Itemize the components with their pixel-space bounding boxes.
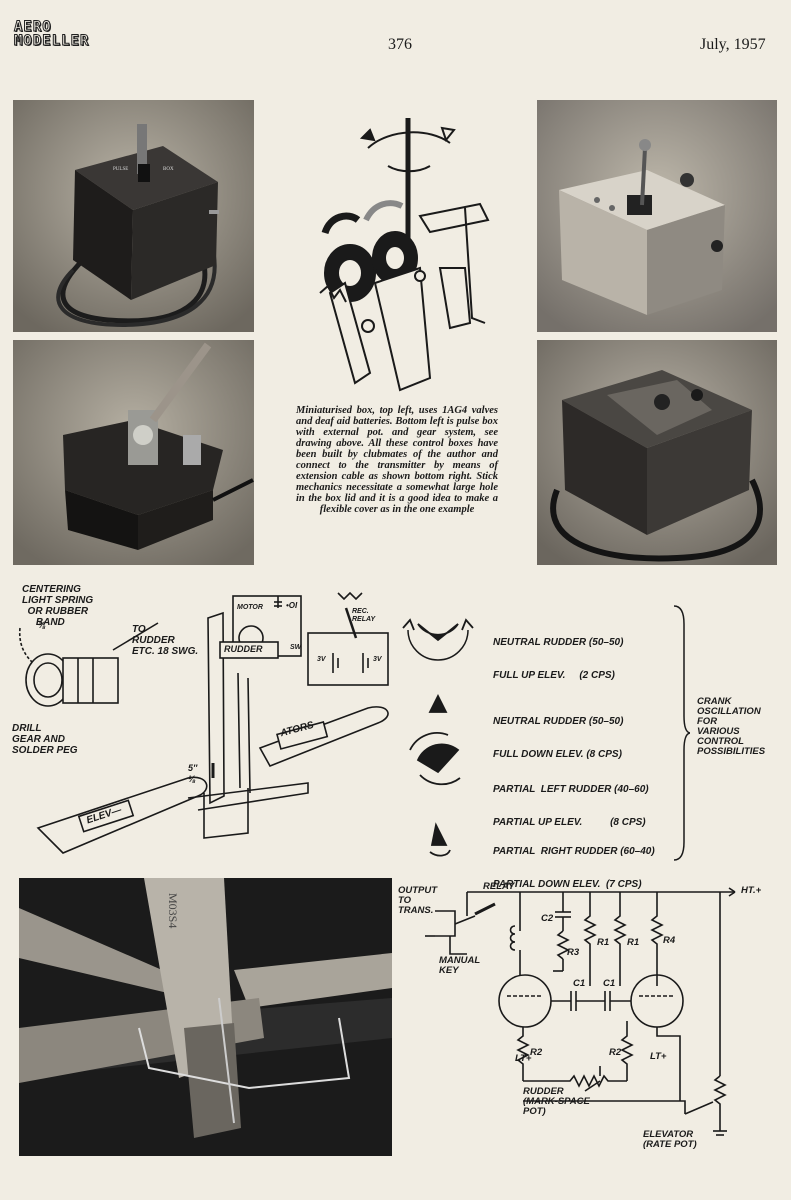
masthead-line-2: MODELLER [13,33,90,49]
svg-text:BOX: BOX [163,167,174,172]
photo-caption: Miniaturised box, top left, uses 1AG4 va… [296,405,498,515]
label-dimension-top: ⅛ [38,620,46,630]
label-r1-left: R1 [597,937,610,948]
stick-mechanism-drawing [290,108,500,398]
svg-text:M03S4: M03S4 [166,893,180,928]
label-r2-left: R2 [530,1047,543,1058]
oscillation-item-4: PARTIAL RIGHT RUDDER (60–40) PARTIAL DOW… [493,824,655,901]
label-c1-right: C1 [603,978,616,989]
masthead-line-1: AERO [13,19,52,35]
oscillation-item-1: NEUTRAL RUDDER (50–50) FULL UP ELEV. (2 … [493,615,623,692]
masthead-logo: AERO MODELLER [13,19,90,49]
oscillation-item-4-line1: PARTIAL RIGHT RUDDER (60–40) [493,846,655,857]
label-lt-left: LT+ [515,1053,532,1064]
oscillation-bracket [670,604,691,862]
pulser-circuit-diagram: OUTPUT TO TRANS. RELAY MANUAL KEY HT.+ C… [395,876,790,1166]
label-output-to-trans: OUTPUT TO TRANS. [398,885,438,916]
svg-text:PULSE: PULSE [113,167,128,172]
label-to-rudder: TO RUDDER ETC. 18 SWG. [132,624,199,657]
label-manual-key: MANUAL KEY [439,955,481,976]
oscillation-item-1-line2: FULL UP ELEV. (2 CPS) [493,670,615,681]
label-rec-relay: REC. RELAY [352,608,376,623]
oscillation-item-3-line1: PARTIAL LEFT RUDDER (40–60) [493,784,649,795]
crank-oscillation-symbols [398,600,488,870]
label-crank-oscillation: CRANK OSCILLATION FOR VARIOUS CONTROL PO… [697,696,766,757]
oscillation-item-2-line2: FULL DOWN ELEV. (8 CPS) [493,749,622,760]
oscillation-item-4-line2: PARTIAL DOWN ELEV. (7 CPS) [493,879,642,890]
oscillation-item-3: PARTIAL LEFT RUDDER (40–60) PARTIAL UP E… [493,762,649,839]
servo-mechanism-drawing: CENTERING LIGHT SPRING OR RUBBER BAND TO… [8,578,400,863]
photo-tail-surfaces: M03S4 [19,878,392,1156]
label-ht-plus: HT.+ [741,885,762,896]
label-c2: C2 [541,913,554,924]
photo-miniaturised-box: PULSE BOX [13,100,254,332]
label-drill-gear: DRILL GEAR AND SOLDER PEG [12,723,78,756]
label-rudder-pot: RUDDER (MARK-SPACE POT) [523,1086,590,1117]
label-lt-right: LT+ [650,1051,667,1062]
page-number: 376 [388,36,412,53]
photo-pulse-box-external-pot [13,340,254,565]
oscillation-item-1-line1: NEUTRAL RUDDER (50–50) [493,637,624,648]
label-centering-spring: CENTERING LIGHT SPRING OR RUBBER BAND [22,584,94,628]
oscillation-item-3-line2: PARTIAL UP ELEV. (8 CPS) [493,817,646,828]
label-r1-right: R1 [627,937,640,948]
label-capacitor-01: •OI [286,601,298,610]
label-elevator-pot: ELEVATOR (RATE POT) [643,1129,697,1150]
label-c1-left: C1 [573,978,586,989]
label-switch: SW [290,644,302,651]
label-r4: R4 [663,935,676,946]
label-battery-1: 3V [317,656,326,663]
label-r3: R3 [567,947,580,958]
photo-control-box-metal [537,100,777,332]
oscillation-item-2: NEUTRAL RUDDER (50–50) FULL DOWN ELEV. (… [493,694,623,771]
label-r2-right: R2 [609,1047,622,1058]
label-motor: MOTOR [237,604,263,611]
issue-date: July, 1957 [700,36,766,53]
label-rudder: RUDDER [224,644,263,654]
oscillation-item-2-line1: NEUTRAL RUDDER (50–50) [493,716,624,727]
label-relay: RELAY [483,881,515,892]
photo-control-box-extension-cable [537,340,777,565]
label-dimension: 5″ ⅛ [188,763,198,784]
label-battery-2: 3V [373,656,382,663]
